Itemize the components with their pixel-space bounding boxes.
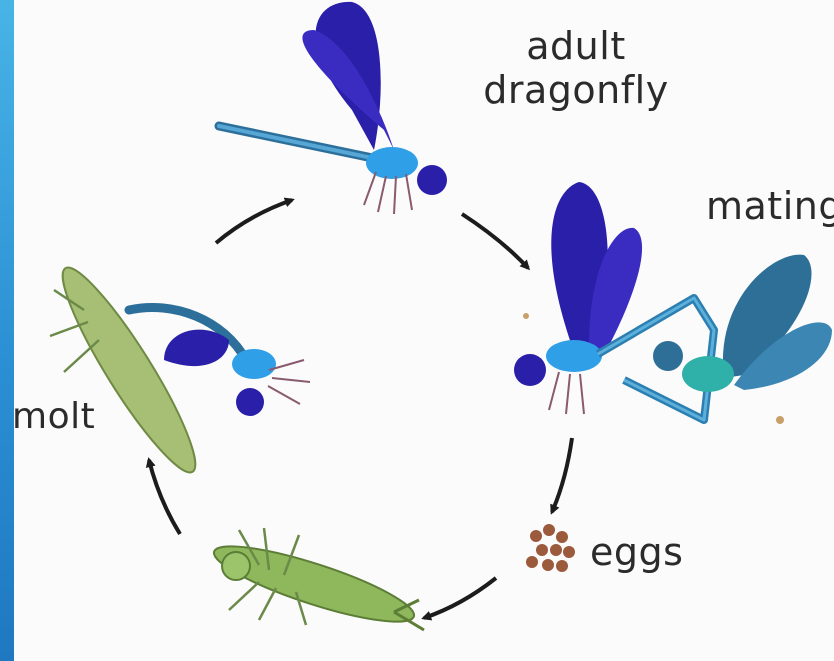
arrow-to-mating [462,214,528,268]
life-cycle-diagram [14,0,834,661]
nymph-illustration [208,528,424,635]
arrow-to-eggs [552,438,572,512]
mating-label: mating [706,184,834,228]
arrow-to-molt [149,460,180,534]
arrow-to-adult [216,200,292,243]
adult-label-line2: dragonfly [476,68,676,112]
adult-label-line1: adult [476,24,676,68]
small-egg-mark [776,416,784,424]
adult-dragonfly-illustration [219,2,447,214]
eggs-label: eggs [590,530,683,574]
molting-dragonfly-illustration [47,257,310,484]
adult-dragonfly-label: adult dragonfly [476,24,676,112]
molt-label: molt [14,396,95,437]
diagram-panel: adult dragonfly mating molt eggs [14,0,834,661]
small-egg-mark [523,313,529,319]
eggs-cluster-illustration [526,524,575,572]
arrow-to-nymph [424,578,496,618]
